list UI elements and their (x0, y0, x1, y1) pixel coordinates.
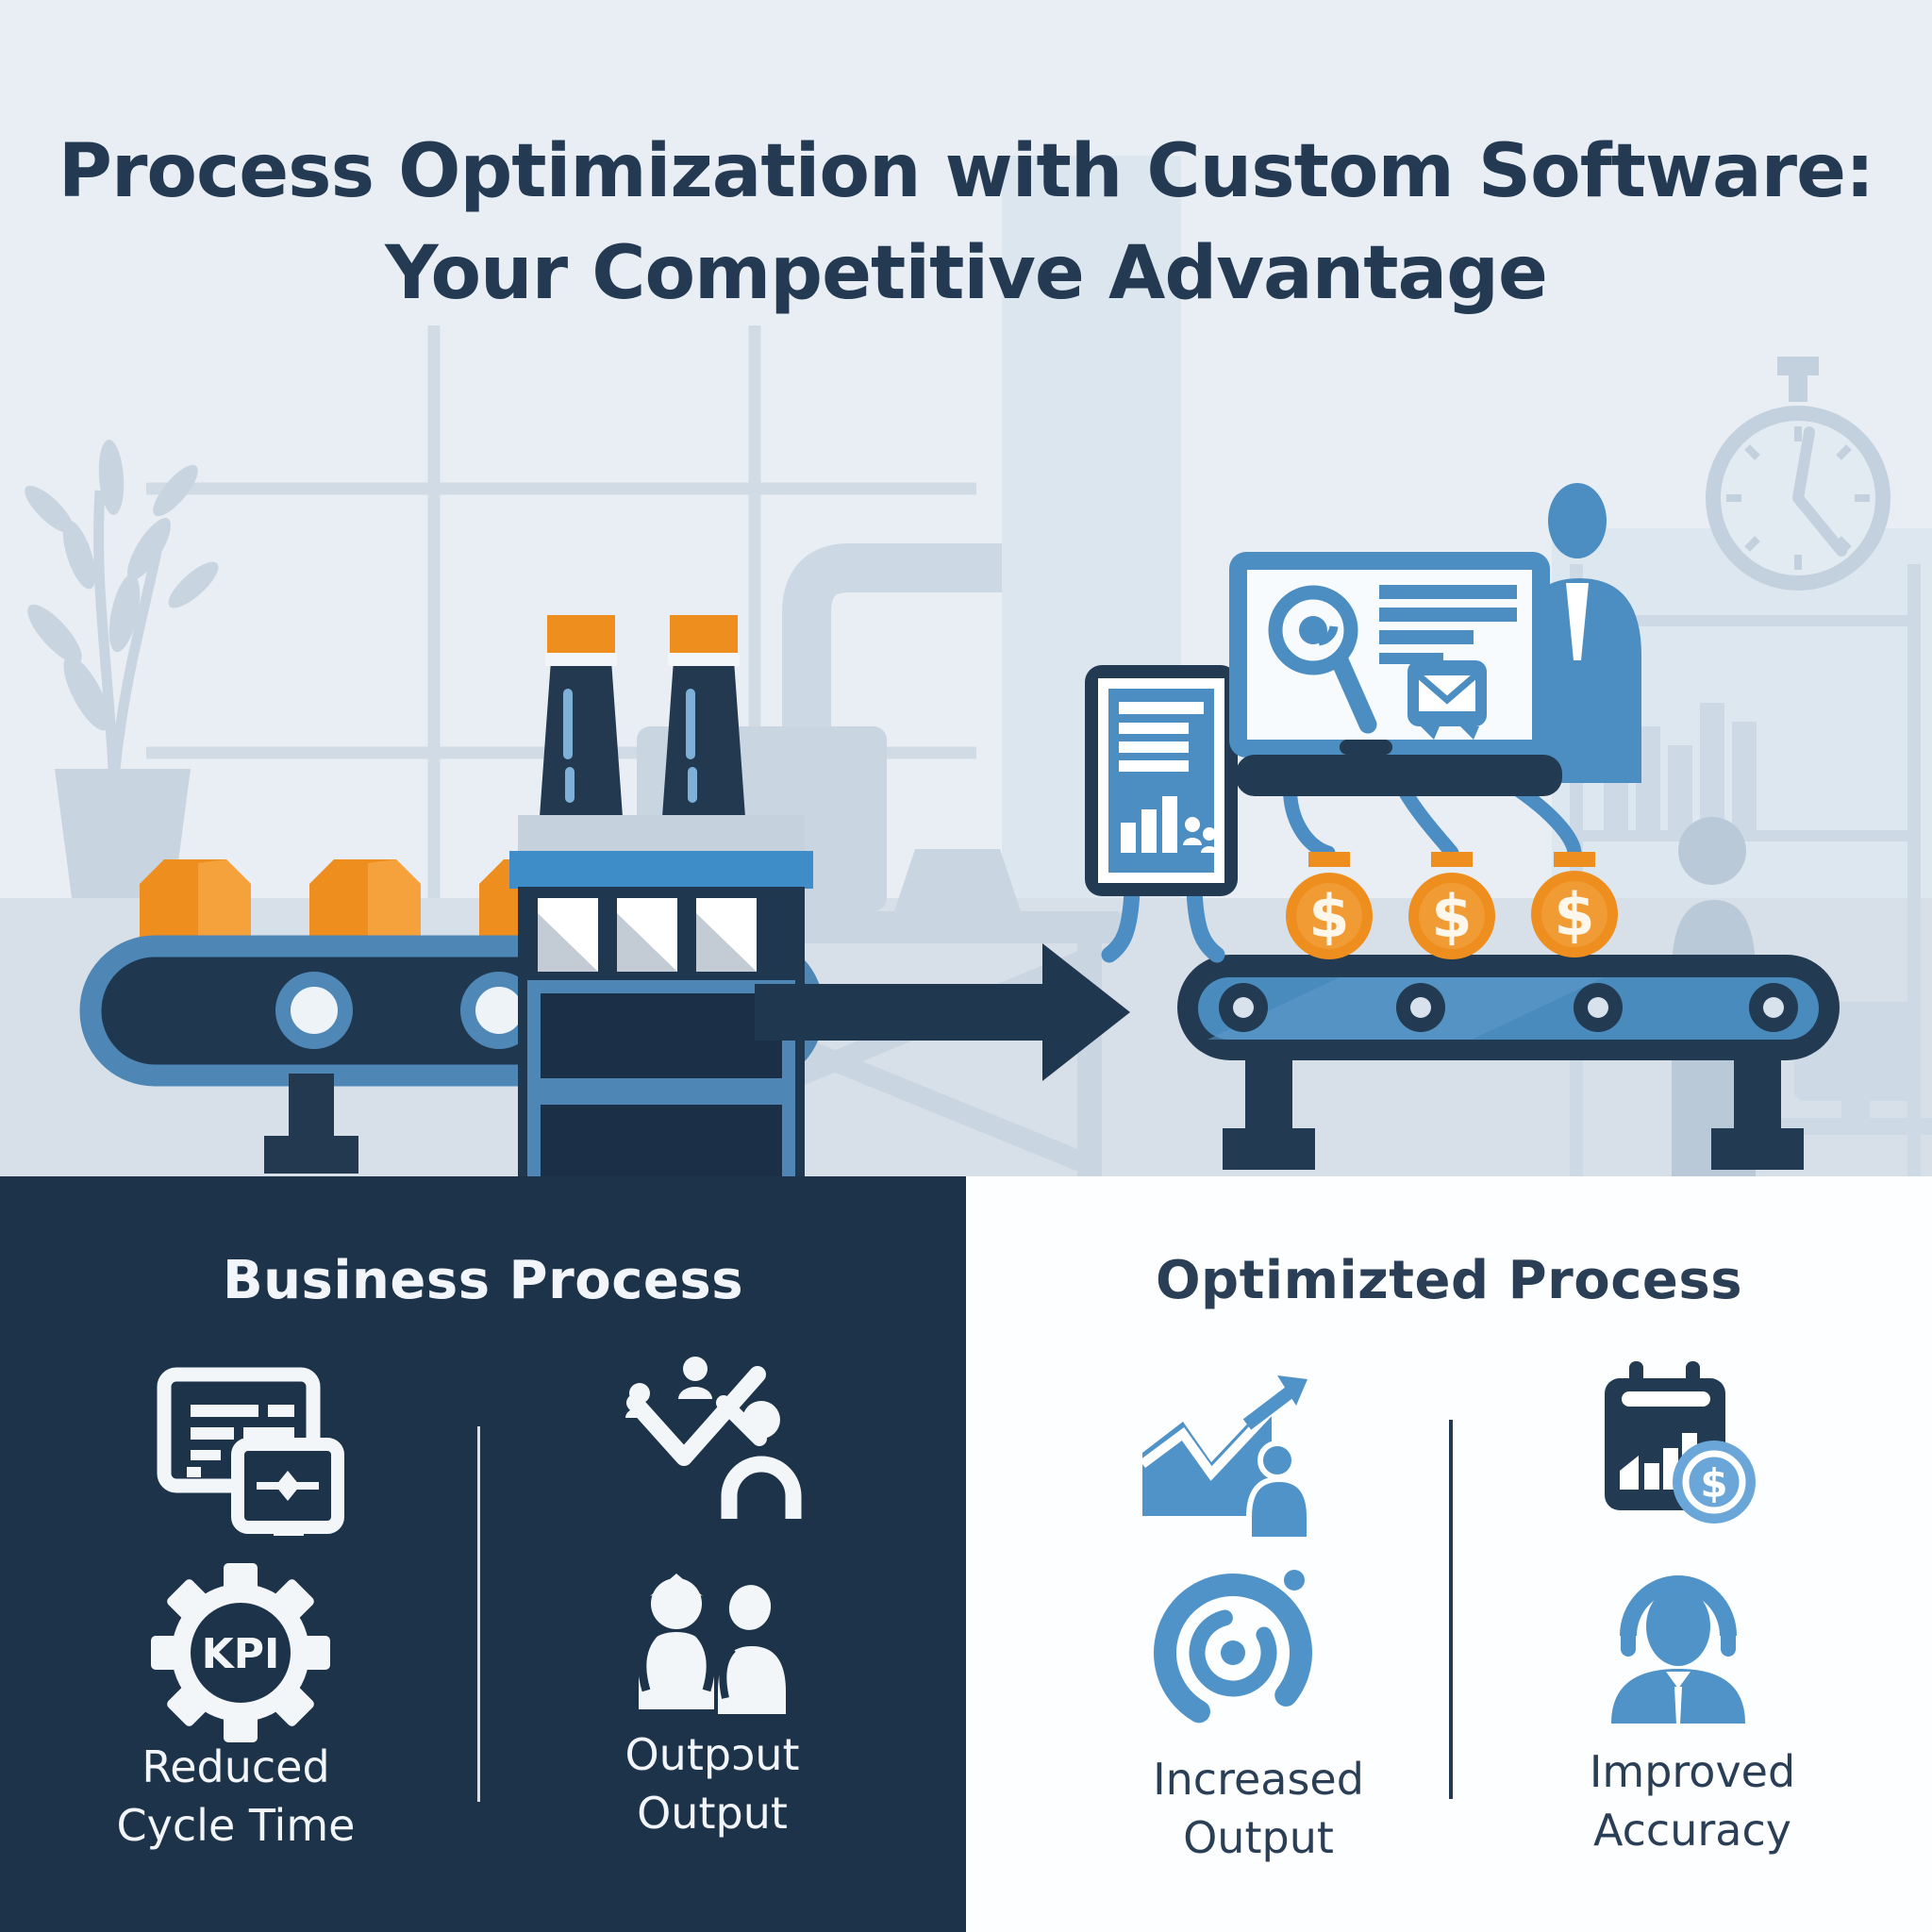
analytics-tablet (1085, 665, 1238, 963)
cargo-box (140, 859, 251, 946)
chimney (540, 615, 623, 817)
optimized-process-heading: Optimizted Process (1155, 1250, 1743, 1311)
right-panel-divider (1449, 1420, 1453, 1799)
business-process-heading: Business Process (222, 1250, 744, 1311)
stopwatch-icon (1706, 357, 1890, 591)
dollar-coins: $ $ $ (1286, 852, 1618, 959)
page-title-line1: Process Optimization with Custom Softwar… (58, 129, 1874, 214)
improved-accuracy-label: Improved Accuracy (1589, 1746, 1796, 1856)
dollar-coin: $ (1408, 873, 1495, 959)
factory-windows (538, 898, 757, 972)
support-agent-icon (1579, 1549, 1777, 1751)
kpi-badge: KPI (202, 1630, 280, 1678)
left-panel-divider (477, 1426, 480, 1802)
target-icon (1136, 1552, 1334, 1754)
growth-chart-person-icon (1128, 1370, 1336, 1543)
optimized-process-panel: Optimizted Process (966, 1176, 1932, 1932)
dollar-coin: $ (1531, 871, 1618, 958)
people-checkmarks-icon (618, 1354, 811, 1532)
conveyor-belt-right (1177, 955, 1840, 1170)
chimney (662, 615, 745, 817)
reduced-cycle-time-label: Reduced Cycle Time (116, 1741, 356, 1851)
email-icon (1407, 660, 1487, 740)
increased-output-label: Increased Output (1153, 1754, 1364, 1863)
transform-arrow (755, 943, 1130, 1081)
kpi-gear-icon: KPI (142, 1552, 340, 1758)
people-group-icon (618, 1558, 807, 1756)
plant-silhouette (25, 440, 219, 898)
factory-building (509, 615, 813, 1179)
business-process-scene (79, 615, 824, 1179)
svg-text:$: $ (1700, 1460, 1727, 1507)
calendar-dollar-icon: $ (1584, 1357, 1768, 1541)
page-title-line2: Your Competitive Advantage (385, 231, 1548, 316)
dollar-coin: $ (1286, 873, 1373, 959)
svg-text:$: $ (1554, 880, 1594, 949)
monitor-text-lines (1379, 585, 1517, 664)
dual-screens-icon (151, 1365, 358, 1543)
svg-text:$: $ (1431, 882, 1472, 951)
hero-illustration: $ $ $ (0, 156, 1932, 1179)
page-title: Process Optimization with Custom Softwar… (0, 121, 1932, 325)
optimized-process-scene: $ $ $ (1085, 483, 1840, 1170)
output-label: Outpɔut Output (625, 1729, 800, 1839)
software-monitor (1229, 552, 1562, 796)
business-process-panel: Business Process (0, 1176, 966, 1932)
magnifier-icon (1268, 585, 1377, 734)
cargo-box (309, 859, 421, 946)
svg-text:$: $ (1308, 882, 1349, 951)
